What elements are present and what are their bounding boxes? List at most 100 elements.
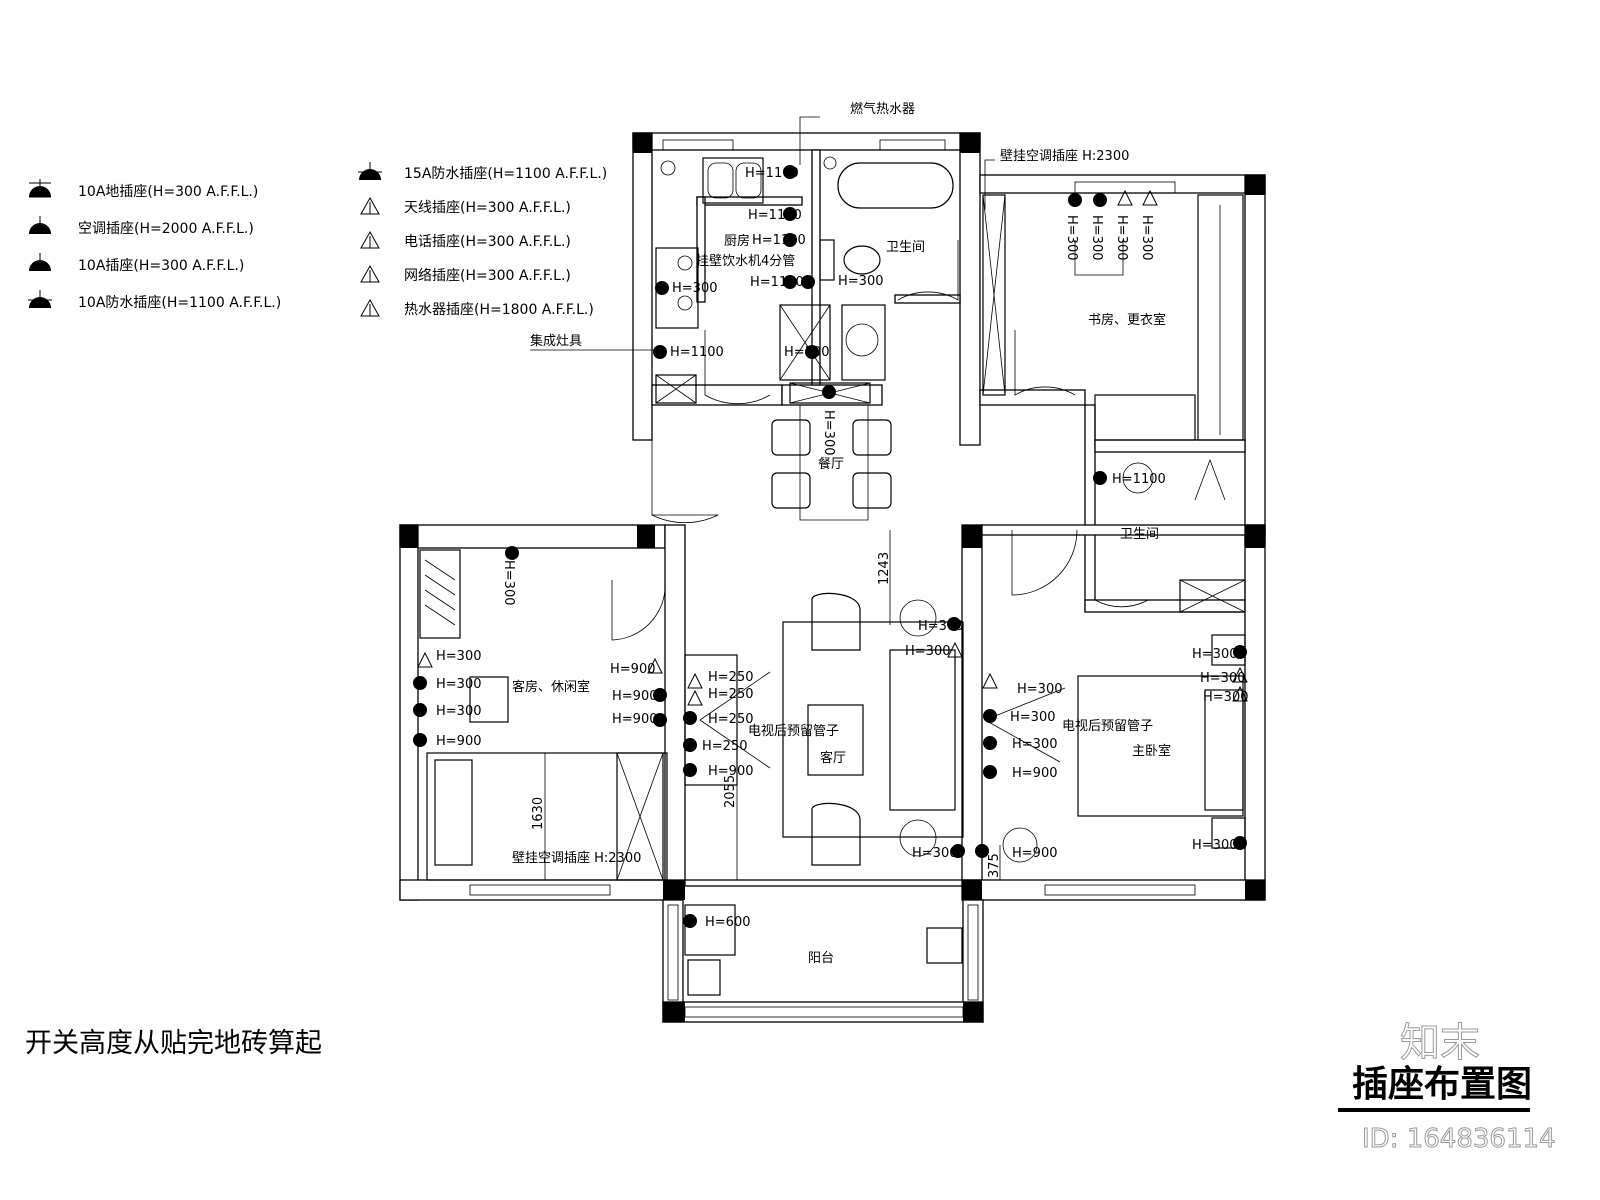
socket-height-label: H=300 — [672, 281, 717, 296]
socket-icon — [413, 703, 427, 717]
data-socket-icon — [1142, 189, 1158, 206]
socket: H=300 — [1139, 189, 1158, 260]
socket-icon — [975, 844, 989, 858]
socket-height-label: H=300 — [905, 644, 950, 659]
walls — [399, 132, 1266, 1023]
socket: H=900 — [683, 763, 753, 779]
room-kitchen: 厨房 — [724, 233, 750, 249]
data-socket-icon — [1117, 189, 1133, 206]
socket-icon — [783, 165, 797, 179]
network-socket-icon — [360, 264, 380, 283]
socket: H=600 — [683, 914, 750, 930]
data-socket-icon — [947, 641, 963, 658]
socket: H=300 — [1192, 836, 1247, 853]
annotations: 燃气热水器 壁挂空调插座 H:2300 壁挂空调插座 H:2300 集成灶具 挂… — [512, 101, 1153, 866]
gas-heater-label: 燃气热水器 — [850, 101, 915, 117]
socket-height-label: H=300 — [1192, 647, 1237, 662]
socket-height-label: H=1100 — [752, 233, 806, 248]
room-bath1: 卫生间 — [886, 240, 925, 255]
socket-icon — [983, 709, 997, 723]
socket-height-label: H=300 — [821, 410, 836, 455]
dim-375: 375 — [987, 853, 1002, 878]
legend-label: 10A插座(H=300 A.F.F.L.) — [78, 258, 244, 274]
dim-2055: 2055 — [723, 775, 738, 808]
water-dispenser-label: 挂壁饮水机4分管 — [696, 254, 795, 269]
dimensions: 1243 2055 1630 375 — [531, 552, 1002, 878]
socket-height-label: H=1100 — [748, 208, 802, 223]
socket: H=300 — [501, 546, 519, 605]
socket-height-label: H=300 — [1017, 682, 1062, 697]
floor-socket-icon — [29, 179, 51, 198]
room-master: 主卧室 — [1132, 743, 1171, 759]
socket-icon — [683, 763, 697, 777]
room-study: 书房、更衣室 — [1088, 312, 1166, 328]
data-socket-icon — [982, 672, 998, 689]
socket-icon — [1233, 836, 1247, 850]
socket-icon — [1068, 193, 1082, 207]
socket-icon — [505, 546, 519, 560]
legend-label: 天线插座(H=300 A.F.F.L.) — [404, 200, 571, 216]
antenna-socket-icon — [360, 196, 380, 215]
socket-icon — [655, 281, 669, 295]
socket-height-label: H=300 — [436, 677, 481, 692]
tv-pipe-label-master: 电视后预留管子 — [1062, 719, 1153, 734]
socket-height-label: H=300 — [1203, 690, 1248, 705]
furniture — [419, 156, 1246, 996]
socket-height-label: H=250 — [708, 687, 753, 702]
socket-height-label: H=900 — [1012, 846, 1057, 861]
legend-label: 10A地插座(H=300 A.F.F.L.) — [78, 184, 258, 200]
ac-socket-label-guest: 壁挂空调插座 H:2300 — [512, 851, 641, 866]
phone-socket-icon — [360, 230, 380, 249]
socket: H=1100 — [752, 233, 806, 248]
waterproof-socket-15a-icon — [358, 162, 382, 180]
socket-10a-icon — [29, 253, 51, 271]
socket-height-label: H=900 — [436, 734, 481, 749]
socket: H=1100 — [748, 207, 802, 223]
room-dining: 餐厅 — [818, 456, 844, 472]
socket: H=900 — [413, 733, 481, 749]
socket-height-label: H=900 — [708, 764, 753, 779]
socket-icon — [983, 736, 997, 750]
waterproof-socket-10a-icon — [28, 290, 52, 308]
socket-height-label: H=1100 — [750, 275, 804, 290]
socket: H=900 — [975, 844, 1057, 861]
stove-label: 集成灶具 — [530, 333, 582, 349]
data-socket-icon — [1232, 685, 1248, 702]
socket-icon — [783, 275, 797, 289]
socket-height-label: H=600 — [705, 915, 750, 930]
socket-icon — [822, 385, 836, 399]
legend-label: 空调插座(H=2000 A.F.F.L.) — [78, 221, 254, 237]
socket: H=300 — [1114, 189, 1133, 260]
socket-height-label: H=300 — [912, 846, 957, 861]
drawing-title: 插座布置图 — [1352, 1064, 1532, 1105]
socket-height-label: H=900 — [610, 662, 655, 677]
socket: H=1100 — [745, 165, 799, 181]
socket-height-label: H=1100 — [1112, 472, 1166, 487]
socket-height-label: H=300 — [1200, 671, 1245, 686]
socket-height-label: H=900 — [1012, 766, 1057, 781]
socket-icon — [1093, 471, 1107, 485]
socket-icon — [683, 914, 697, 928]
legend-label: 电话插座(H=300 A.F.F.L.) — [404, 234, 571, 250]
socket: H=250 — [683, 738, 747, 754]
socket-icon — [1093, 193, 1107, 207]
socket: H=250 — [687, 687, 753, 706]
legend-label: 热水器插座(H=1800 A.F.F.L.) — [404, 302, 594, 318]
watermark-id: ID: 164836114 — [1362, 1124, 1556, 1154]
socket: H=250 — [687, 670, 753, 689]
socket-height-label: H=300 — [1012, 737, 1057, 752]
socket-height-label: H=300 — [1010, 710, 1055, 725]
dim-1243: 1243 — [877, 552, 892, 585]
watermark-logo: 知末 — [1400, 1020, 1480, 1066]
socket-height-label: H=250 — [708, 712, 753, 727]
socket: H=300 — [912, 844, 965, 861]
socket: H=300 — [905, 641, 963, 659]
socket: H=1100 — [653, 345, 724, 360]
socket: H=300 — [413, 676, 481, 692]
socket: H=900 — [612, 688, 667, 704]
socket-icon — [983, 765, 997, 779]
socket: H=300 — [982, 672, 1062, 697]
data-socket-icon — [687, 689, 703, 706]
socket: H=300 — [801, 274, 883, 289]
